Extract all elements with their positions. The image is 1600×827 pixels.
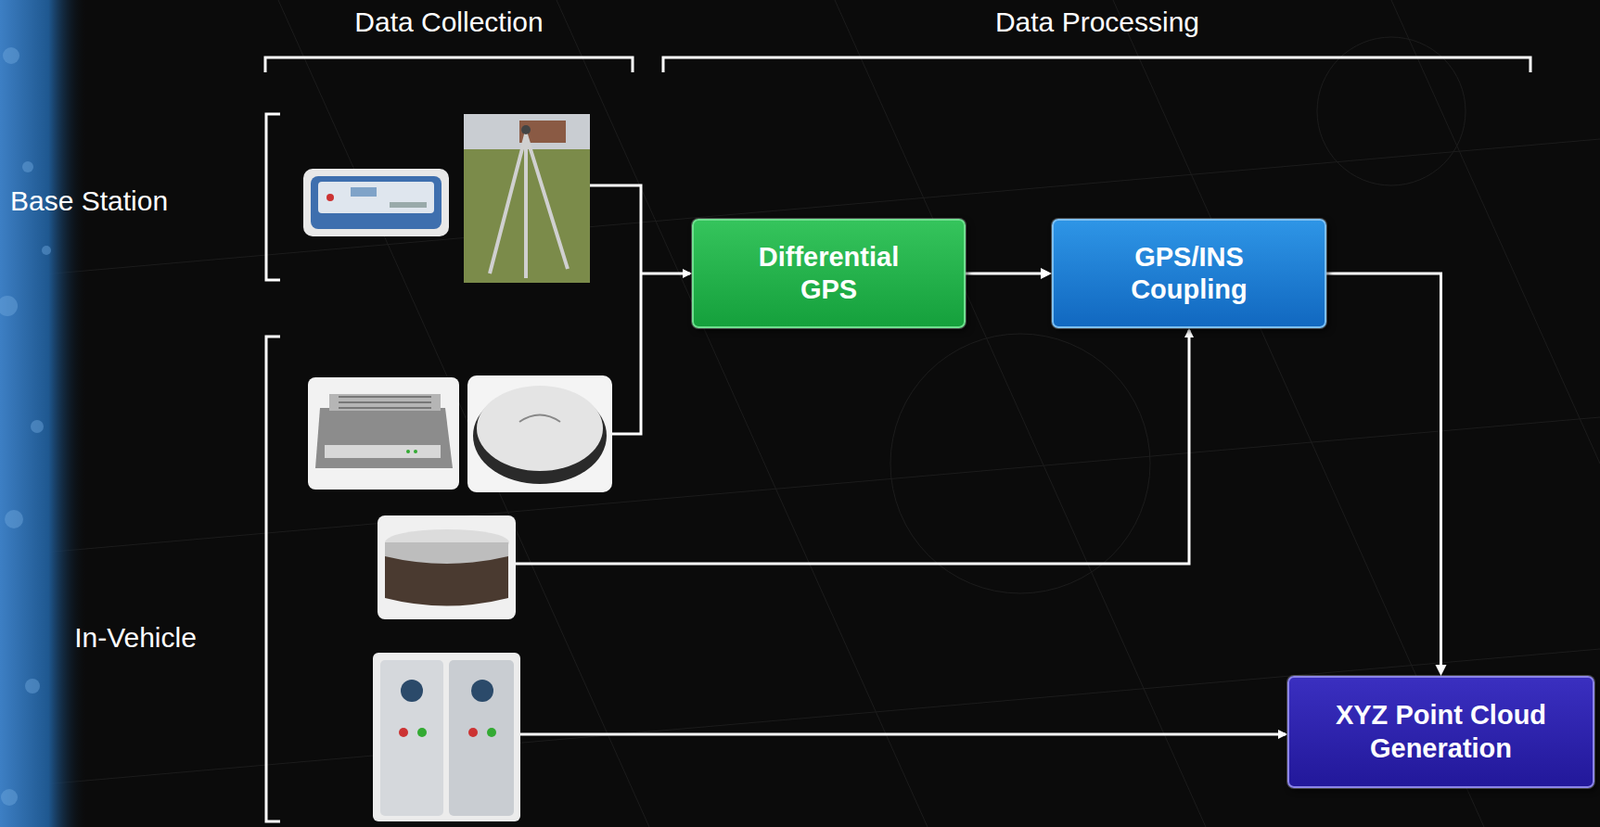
box-label: Differential GPS [736,241,922,308]
group-label: Base Station [10,185,168,218]
blue-strip [0,0,89,827]
strip-texture [0,47,52,807]
section-heading: Data Processing [995,6,1200,39]
process-box: GPS/INS Coupling [1051,218,1327,329]
laser-scanners [372,652,521,822]
flow-arrow [1326,273,1447,677]
section-heading: Data Collection [354,6,543,39]
arrowhead [1040,268,1052,280]
group-label: In-Vehicle [74,622,197,654]
device-wire [515,185,1286,735]
process-box: Differential GPS [691,218,966,329]
output-box: XYZ Point Cloud Generation [1287,676,1595,789]
connector-line [1326,273,1442,667]
connector-line [965,272,1043,276]
box-label: GPS/INS Coupling [1096,241,1282,308]
base-receiver [303,168,449,237]
imu-unit [377,515,516,620]
vehicle-receiver [307,377,460,490]
tripod-photo [463,114,590,283]
box-label: XYZ Point Cloud Generation [1316,699,1567,766]
arrowhead [1435,665,1447,677]
flow-arrow [965,268,1052,280]
gps-antenna [467,375,613,493]
